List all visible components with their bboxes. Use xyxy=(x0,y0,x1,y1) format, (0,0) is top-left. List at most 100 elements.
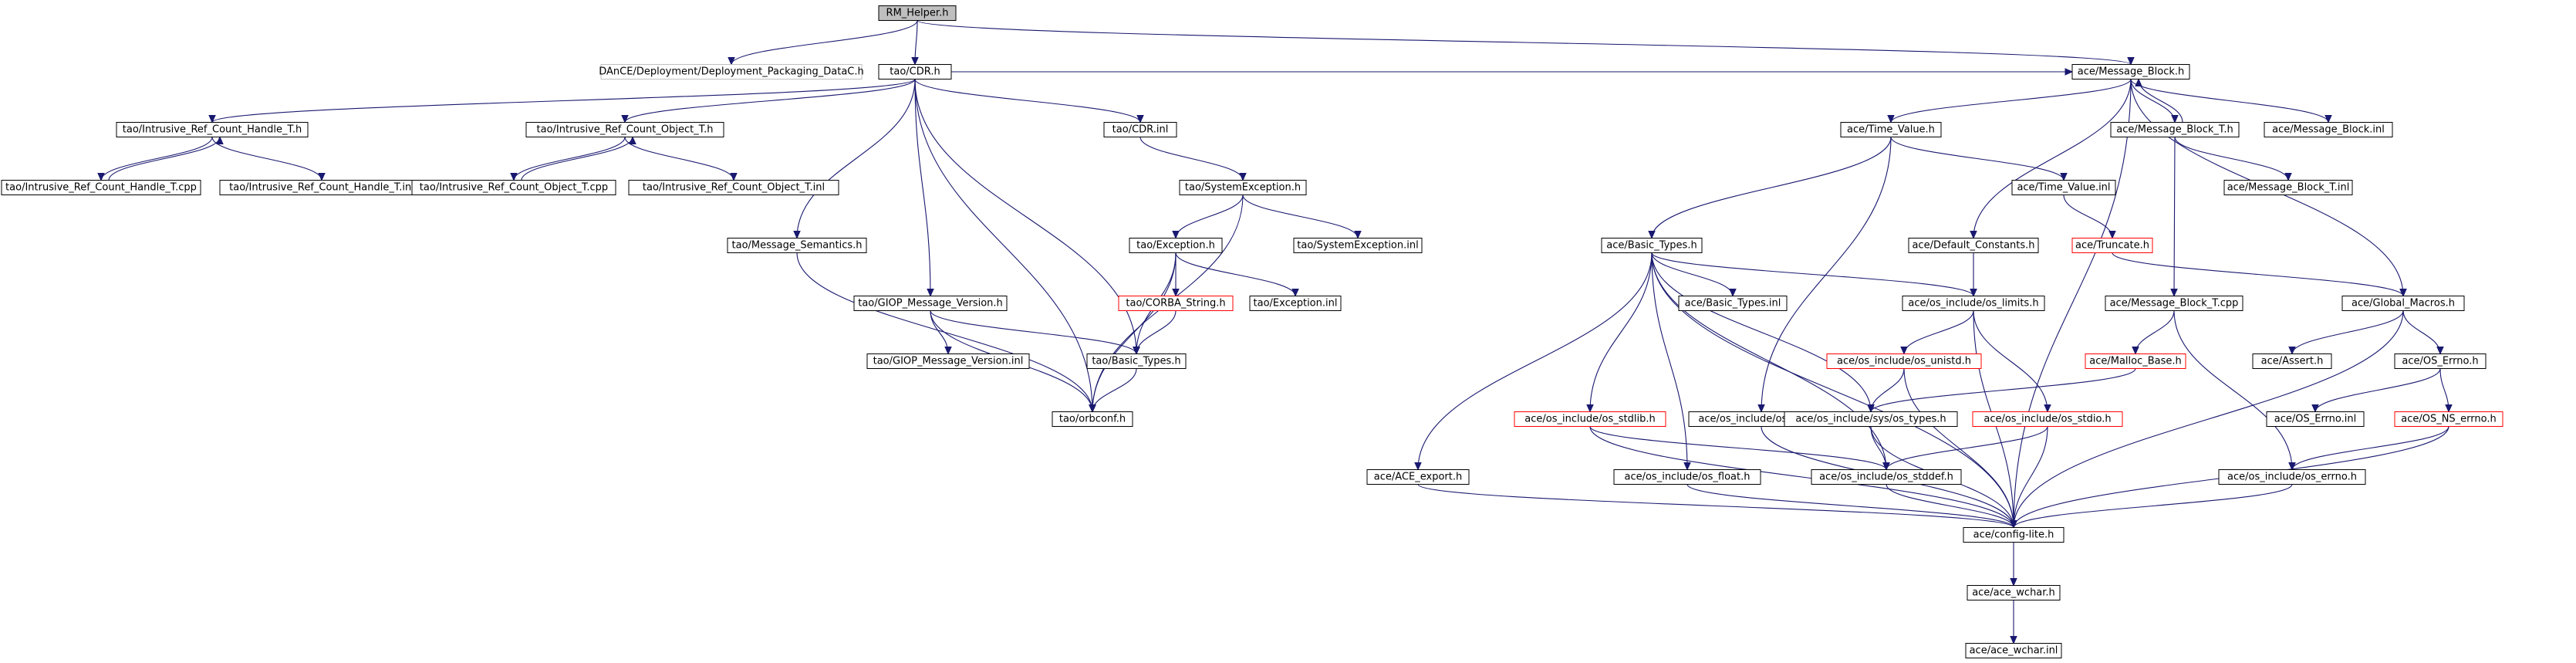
node-ace-os-include-os-errno-h[interactable]: ace/os_include/os_errno.h xyxy=(2218,469,2366,485)
node-box xyxy=(1811,469,1962,485)
edge-arrowhead xyxy=(2170,289,2178,297)
node-tao-giop-message-version-inl[interactable]: tao/GIOP_Message_Version.inl xyxy=(866,353,1030,369)
node-ace-os-errno-h[interactable]: ace/OS_Errno.h xyxy=(2394,353,2487,369)
node-box xyxy=(1086,353,1187,369)
dependency-edge xyxy=(1651,252,1887,470)
node-ace-os-include-os-stdio-h[interactable]: ace/os_include/os_stdio.h xyxy=(1972,411,2123,427)
node-rm-helper-h[interactable]: RM_Helper.h xyxy=(878,5,957,21)
node-ace-os-include-os-limits-h[interactable]: ace/os_include/os_limits.h xyxy=(1902,296,2045,311)
dependency-edge xyxy=(1651,137,1892,238)
node-label: ace/Malloc_Base.h xyxy=(2089,356,2182,367)
node-tao-giop-message-version-h[interactable]: tao/GIOP_Message_Version.h xyxy=(853,296,1008,311)
node-ace-os-include-os-stddef-h[interactable]: ace/os_include/os_stddef.h xyxy=(1811,469,1962,485)
node-tao-corba-string-h[interactable]: tao/CORBA_String.h xyxy=(1118,296,1234,311)
node-tao-intrusive-ref-count-handle-t-cpp[interactable]: tao/Intrusive_Ref_Count_Handle_T.cpp xyxy=(1,180,201,195)
node-tao-intrusive-ref-count-object-t-h[interactable]: tao/Intrusive_Ref_Count_Object_T.h xyxy=(525,122,724,137)
node-box xyxy=(2071,64,2190,79)
node-ace-ace-wchar-inl[interactable]: ace/ace_wchar.inl xyxy=(1965,643,2062,658)
edge-arrowhead xyxy=(1354,231,1362,239)
node-ace-ace-export-h[interactable]: ace/ACE_export.h xyxy=(1366,469,1470,485)
node-ace-time-value-h[interactable]: ace/Time_Value.h xyxy=(1840,122,1942,137)
dependency-edge xyxy=(1870,368,2136,412)
edge-arrowhead xyxy=(2108,231,2116,239)
node-tao-systemexception-inl[interactable]: tao/SystemException.inl xyxy=(1293,238,1423,253)
node-box xyxy=(1514,411,1666,427)
node-ace-basic-types-h[interactable]: ace/Basic_Types.h xyxy=(1601,238,1703,253)
node-tao-orbconf-h[interactable]: tao/orbconf.h xyxy=(1052,411,1133,427)
dependency-edge xyxy=(1136,310,1177,354)
node-label: ace/Time_Value.h xyxy=(1847,124,1935,136)
edge-arrowhead xyxy=(2436,347,2444,355)
node-ace-global-macros-h[interactable]: ace/Global_Macros.h xyxy=(2341,296,2465,311)
dependency-edge xyxy=(2112,252,2404,296)
node-label: tao/CORBA_String.h xyxy=(1126,298,1225,310)
node-ace-basic-types-inl[interactable]: ace/Basic_Types.inl xyxy=(1678,296,1788,311)
dependency-edge xyxy=(1417,252,1653,470)
node-ace-message-block-t-h[interactable]: ace/Message_Block_T.h xyxy=(2110,122,2240,137)
node-ace-os-errno-inl[interactable]: ace/OS_Errno.inl xyxy=(2266,411,2365,427)
node-ace-time-value-inl[interactable]: ace/Time_Value.inl xyxy=(2011,180,2116,195)
dependency-edge xyxy=(1651,252,1974,296)
edge-arrowhead xyxy=(1414,462,1422,471)
node-ace-ace-wchar-h[interactable]: ace/ace_wchar.h xyxy=(1967,585,2061,600)
node-ace-os-ns-errno-h[interactable]: ace/OS_NS_errno.h xyxy=(2394,411,2503,427)
node-ace-default-constants-h[interactable]: ace/Default_Constants.h xyxy=(1908,238,2039,253)
edge-arrowhead xyxy=(216,136,224,144)
node-label: tao/GIOP_Message_Version.inl xyxy=(873,356,1024,367)
node-label: ace/Message_Block_T.h xyxy=(2116,124,2233,136)
node-box xyxy=(1293,238,1423,253)
dependency-edge xyxy=(108,137,221,181)
dependency-edge xyxy=(731,20,918,65)
node-box xyxy=(878,64,952,79)
node-ace-message-block-inl[interactable]: ace/Message_Block.inl xyxy=(2264,122,2393,137)
node-ace-message-block-t-cpp[interactable]: ace/Message_Block_T.cpp xyxy=(2105,296,2243,311)
node-label: ace/OS_NS_errno.h xyxy=(2401,414,2497,425)
edge-arrowhead xyxy=(1683,462,1691,471)
node-ace-os-include-sys-os-types-h[interactable]: ace/os_include/sys/os_types.h xyxy=(1784,411,1958,427)
node-label: ace/os_include/os_errno.h xyxy=(2227,472,2357,483)
dependency-edge xyxy=(1973,79,2132,238)
node-tao-intrusive-ref-count-object-t-cpp[interactable]: tao/Intrusive_Ref_Count_Object_T.cpp xyxy=(411,180,616,195)
edge-arrowhead xyxy=(1729,289,1737,297)
node-tao-cdr-h[interactable]: tao/CDR.h xyxy=(878,64,952,79)
dependency-edge xyxy=(1886,426,2048,470)
node-tao-systemexception-h[interactable]: tao/SystemException.h xyxy=(1179,180,1307,195)
node-ace-malloc-base-h[interactable]: ace/Malloc_Base.h xyxy=(2085,353,2186,369)
node-box xyxy=(2011,180,2116,195)
edge-arrowhead xyxy=(927,289,934,297)
node-box xyxy=(1366,469,1470,485)
node-ace-message-block-t-inl[interactable]: ace/Message_Block_T.inl xyxy=(2223,180,2353,195)
dependency-edge xyxy=(914,79,1141,123)
node-tao-exception-inl[interactable]: tao/Exception.inl xyxy=(1249,296,1342,311)
node-label: ace/Message_Block.h xyxy=(2078,66,2185,78)
node-box xyxy=(1103,122,1177,137)
node-tao-basic-types-h[interactable]: tao/Basic_Types.h xyxy=(1086,353,1187,369)
node-tao-intrusive-ref-count-handle-t-h[interactable]: tao/Intrusive_Ref_Count_Handle_T.h xyxy=(116,122,309,137)
dependency-edge xyxy=(2013,79,2132,528)
node-tao-message-semantics-h[interactable]: tao/Message_Semantics.h xyxy=(727,238,867,253)
node-tao-cdr-inl[interactable]: tao/CDR.inl xyxy=(1103,122,1177,137)
dependency-edge xyxy=(1589,426,1887,470)
node-dance-deployment-deployment-packaging-datac-h[interactable]: DAnCE/Deployment/Deployment_Packaging_Da… xyxy=(599,64,864,79)
dependency-edge xyxy=(1175,252,1296,296)
edge-arrowhead xyxy=(2010,520,2017,529)
node-label: ace/ace_wchar.h xyxy=(1972,587,2055,599)
node-tao-exception-h[interactable]: tao/Exception.h xyxy=(1129,238,1223,253)
node-ace-message-block-h[interactable]: ace/Message_Block.h xyxy=(2071,64,2190,79)
node-ace-os-include-os-unistd-h[interactable]: ace/os_include/os_unistd.h xyxy=(1826,353,1982,369)
node-tao-intrusive-ref-count-object-t-inl[interactable]: tao/Intrusive_Ref_Count_Object_T.inl xyxy=(628,180,839,195)
node-ace-truncate-h[interactable]: ace/Truncate.h xyxy=(2071,238,2153,253)
node-ace-os-include-os-stdlib-h[interactable]: ace/os_include/os_stdlib.h xyxy=(1514,411,1666,427)
node-label: ace/Message_Block_T.inl xyxy=(2227,182,2350,194)
node-ace-os-include-os-float-h[interactable]: ace/os_include/os_float.h xyxy=(1613,469,1761,485)
node-label: ace/Truncate.h xyxy=(2075,240,2149,252)
node-box xyxy=(2341,296,2465,311)
node-box xyxy=(2071,238,2153,253)
node-ace-assert-h[interactable]: ace/Assert.h xyxy=(2252,353,2332,369)
node-label: ace/os_include/os_stdlib.h xyxy=(1524,414,1655,425)
node-tao-intrusive-ref-count-handle-t-inl[interactable]: tao/Intrusive_Ref_Count_Handle_T.inl xyxy=(219,180,424,195)
dependency-edge xyxy=(914,79,1093,412)
node-label: ace/Default_Constants.h xyxy=(1912,240,2034,252)
node-label: ace/Basic_Types.inl xyxy=(1685,298,1781,310)
node-ace-config-lite-h[interactable]: ace/config-lite.h xyxy=(1963,527,2065,543)
